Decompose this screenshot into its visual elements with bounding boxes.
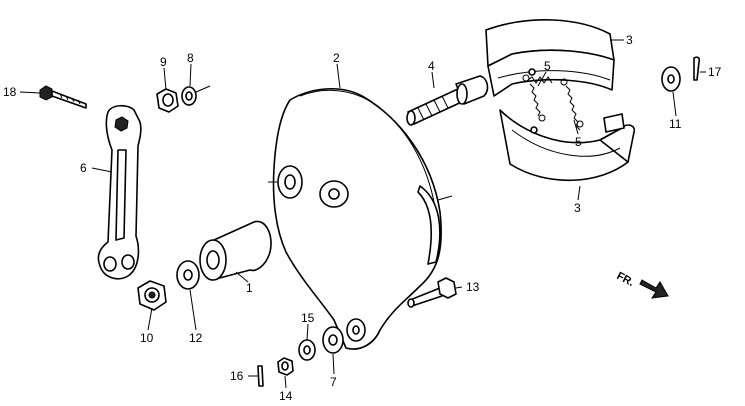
- callout-5-lower: 5: [575, 135, 582, 149]
- front-direction-label: FR.: [615, 270, 636, 289]
- callout-4: 4: [428, 59, 435, 73]
- part-2-brake-panel: [268, 87, 453, 350]
- callout-12: 12: [189, 331, 203, 345]
- front-direction-indicator: FR.: [615, 270, 669, 299]
- part-16-cotter-pin: [257, 365, 264, 387]
- callout-8: 8: [187, 51, 194, 65]
- part-10-nut: [137, 280, 167, 311]
- leader-lines: [19, 39, 706, 389]
- callout-17: 17: [708, 65, 722, 79]
- part-5-spring-right: [560, 78, 584, 131]
- callout-18: 18: [3, 85, 17, 99]
- part-17-cotter-pin: [693, 56, 701, 81]
- callout-10: 10: [140, 331, 154, 345]
- callout-7: 7: [330, 375, 337, 389]
- callout-3-lower: 3: [574, 201, 581, 215]
- part-8-washer: [181, 85, 211, 106]
- part-9-nut: [156, 88, 179, 113]
- callout-2: 2: [333, 51, 340, 65]
- part-7-washer: [322, 326, 344, 354]
- part-6-brake-arm: [97, 104, 142, 280]
- part-13-bolt: [407, 277, 457, 308]
- callout-3-upper: 3: [626, 33, 633, 47]
- callout-11: 11: [669, 117, 682, 131]
- callout-5-upper: 5: [544, 59, 551, 73]
- callout-15: 15: [301, 311, 315, 325]
- part-3-brake-shoe-lower: [499, 109, 636, 182]
- part-14-nut: [277, 357, 294, 376]
- callout-labels: 1 2 3 3 4 5 5 6 7 8 9 10 11 12 13 14 15 …: [3, 33, 722, 403]
- callout-9: 9: [160, 55, 167, 69]
- part-15-washer: [298, 339, 316, 361]
- callout-6: 6: [80, 161, 87, 175]
- part-11-washer: [661, 66, 681, 92]
- part-1-collar: [199, 220, 272, 281]
- callout-1: 1: [246, 281, 253, 295]
- part-3-brake-shoe-upper: [485, 19, 615, 97]
- part-5-spring-left: [522, 74, 553, 122]
- part-4-brake-cam: [406, 75, 489, 126]
- front-arrow-icon: [639, 279, 669, 299]
- callout-13: 13: [466, 280, 480, 294]
- callout-16: 16: [230, 369, 244, 383]
- callout-14: 14: [279, 389, 293, 403]
- part-12-washer: [176, 260, 200, 290]
- part-18-bolt: [39, 85, 87, 109]
